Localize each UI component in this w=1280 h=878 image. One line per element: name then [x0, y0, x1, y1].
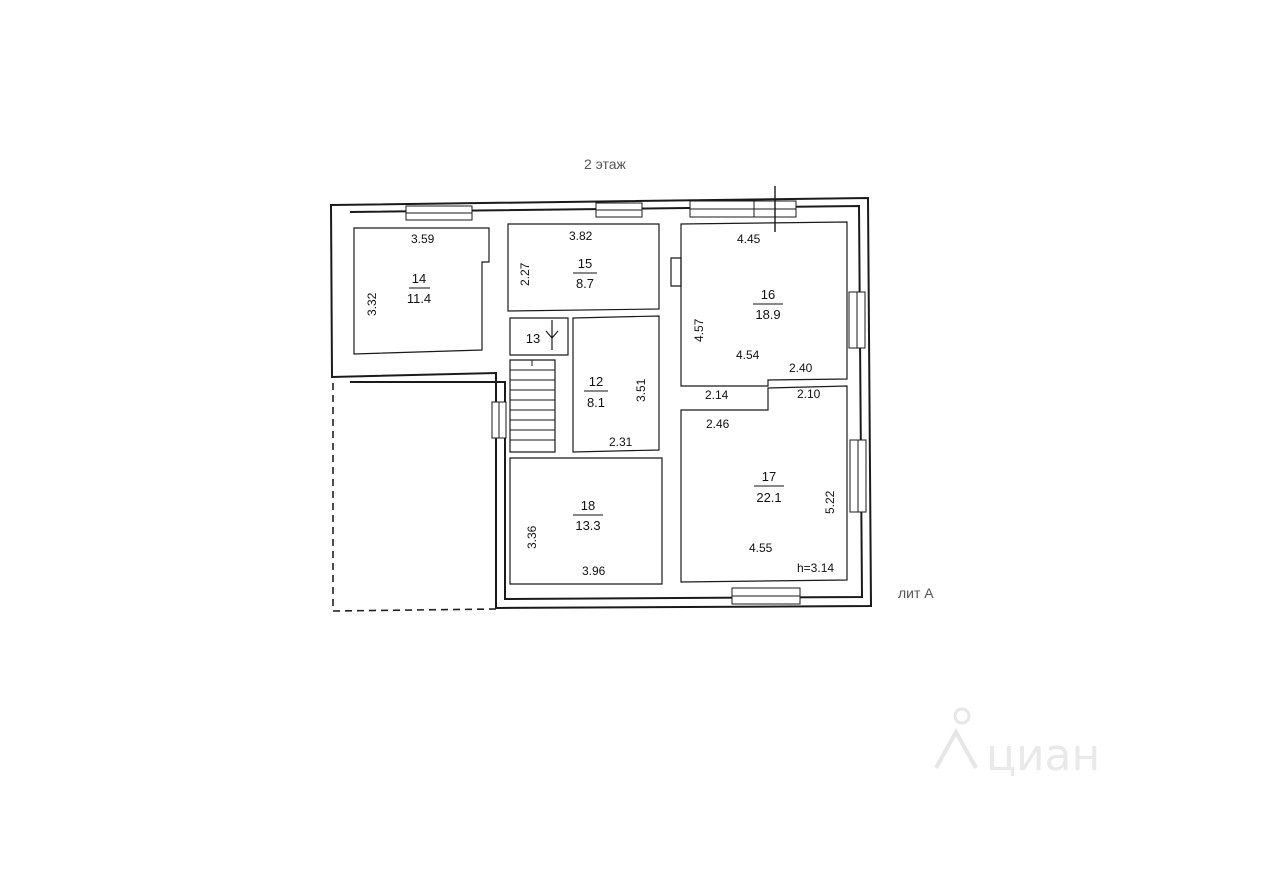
- dimension-label: 3.32: [365, 292, 379, 316]
- room-area: 11.4: [407, 291, 431, 306]
- room-area: 8.7: [576, 276, 594, 291]
- dimension-label: 2.14: [705, 388, 729, 402]
- ceiling-height-label: h=3.14: [797, 561, 834, 575]
- room-number: 12: [589, 374, 603, 389]
- dimension-label: 5.22: [823, 490, 837, 514]
- room-13: 13: [526, 331, 540, 346]
- dimension-label: 3.82: [569, 229, 593, 243]
- dimension-label: 2.27: [518, 262, 532, 286]
- dimension-label: 3.96: [582, 564, 606, 578]
- room-18-walls: [509, 457, 663, 585]
- room-14: 14 11.4: [407, 271, 431, 306]
- dimension-label: 2.10: [797, 387, 821, 401]
- room-12-walls: [572, 315, 660, 453]
- room-number: 17: [762, 469, 776, 484]
- stair-arrow-icon: [545, 320, 559, 350]
- watermark-text: циан: [986, 730, 1100, 781]
- dimension-label: 4.55: [749, 541, 773, 555]
- room-12: 12 8.1: [584, 374, 608, 410]
- room-number: 18: [581, 498, 595, 513]
- dimension-label: 4.54: [736, 348, 760, 362]
- building-label: лит А: [898, 585, 934, 601]
- room-14-walls: [353, 227, 490, 355]
- room-area: 18.9: [755, 307, 780, 322]
- dimension-label: 4.45: [737, 232, 761, 246]
- room-area: 8.1: [587, 395, 605, 410]
- dimension-label: 2.31: [609, 435, 633, 449]
- room-15: 15 8.7: [573, 256, 597, 291]
- room-area: 22.1: [756, 490, 781, 505]
- room-17-walls: [680, 385, 848, 583]
- room-16-walls: [680, 221, 848, 387]
- dimension-labels: 3.59 3.32 3.82 2.27 4.45 4.57 4.54 2.40 …: [365, 229, 837, 578]
- room-number: 15: [578, 256, 592, 271]
- dashed-outline: [332, 383, 497, 612]
- room-number: 13: [526, 331, 540, 346]
- room-area: 13.3: [575, 518, 600, 533]
- windows: [405, 186, 867, 605]
- dimension-label: 2.40: [789, 361, 813, 375]
- watermark: циан: [934, 707, 1100, 781]
- dimension-label: 2.46: [706, 417, 730, 431]
- dimension-label: 4.57: [692, 318, 706, 342]
- room-18: 18 13.3: [573, 498, 603, 533]
- floor-title: 2 этаж: [584, 156, 627, 172]
- room-15-walls: [507, 223, 660, 312]
- staircase: [509, 359, 556, 453]
- room-number: 16: [761, 287, 775, 302]
- stair-treads: [510, 360, 555, 441]
- room-number: 14: [412, 271, 426, 286]
- room-17: 17 22.1: [754, 469, 784, 505]
- dimension-label: 3.51: [634, 378, 648, 402]
- dimension-label: 3.59: [411, 232, 435, 246]
- room-13-walls: [509, 317, 569, 356]
- room-16: 16 18.9: [753, 287, 783, 322]
- dimension-label: 3.36: [525, 525, 539, 549]
